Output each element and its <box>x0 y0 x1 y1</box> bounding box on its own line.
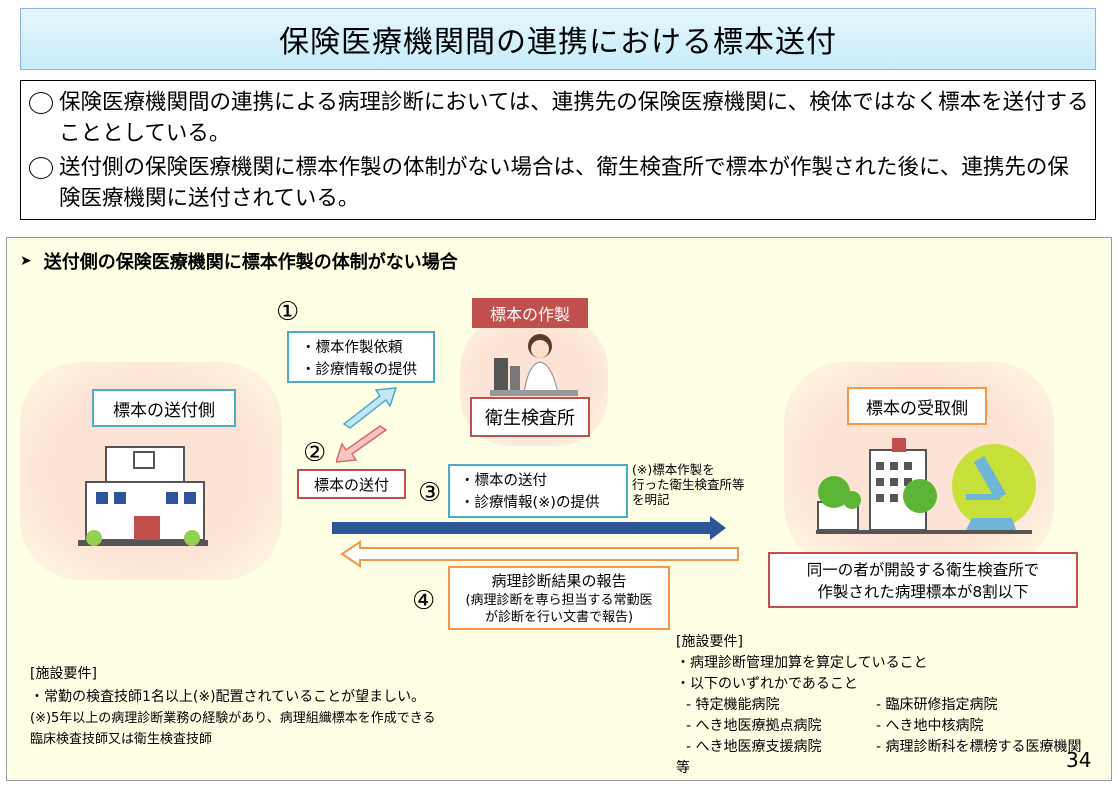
requirements-line: ・以下のいずれかであること <box>676 676 858 692</box>
requirements-header: [施設要件] <box>30 666 97 682</box>
summary-bullet: 保険医療機関間の連携による病理診断においては、連携先の保険医療機関に、検体ではな… <box>29 87 1089 149</box>
requirements-tail: 等 <box>676 760 690 776</box>
summary-box: 保険医療機関間の連携による病理診断においては、連携先の保険医療機関に、検体ではな… <box>20 80 1096 220</box>
circle-bullet-icon <box>29 157 53 179</box>
sender-label: 標本の送付側 <box>113 400 215 421</box>
step3-note-line: 行った衛生検査所等 <box>632 477 745 492</box>
lab-technician-icon <box>490 334 578 396</box>
triangle-bullet-icon: ➤ <box>20 253 32 269</box>
lab-label-box: 衛生検査所 <box>470 397 590 437</box>
receiver-note-line: 作製された病理標本が8割以下 <box>817 583 1029 601</box>
summary-bullet-text: 送付側の保険医療機関に標本作製の体制がない場合は、衛生検査所で標本が作製された後… <box>59 155 1069 211</box>
step3-line: ・診療情報(※)の提供 <box>460 495 600 511</box>
hospital-microscope-icon <box>816 438 1036 534</box>
page-title: 保険医療機関間の連携における標本送付 <box>279 25 837 60</box>
step4-number: ④ <box>412 586 436 616</box>
summary-bullet-text: 保険医療機関間の連携による病理診断においては、連携先の保険医療機関に、検体ではな… <box>59 90 1089 146</box>
receiver-requirements: [施設要件] ・病理診断管理加算を算定していること ・以下のいずれかであること … <box>676 632 1096 779</box>
step1-line: ・診療情報の提供 <box>301 362 417 378</box>
requirements-item: - へき地医療支援病院 <box>686 739 822 755</box>
requirements-item: - 特定機能病院 <box>686 697 780 713</box>
lab-label: 衛生検査所 <box>485 408 575 429</box>
circle-bullet-icon <box>29 92 53 114</box>
step1-box: ・標本作製依頼 ・診療情報の提供 <box>287 331 435 383</box>
step4-line: が診断を行い文書で報告) <box>484 610 634 625</box>
requirements-item: - 病理診断科を標榜する医療機関 <box>876 739 1082 755</box>
diagram-heading: ➤ 送付側の保険医療機関に標本作製の体制がない場合 <box>20 248 458 274</box>
receiver-note-box: 同一の者が開設する衛生検査所で 作製された病理標本が8割以下 <box>768 552 1078 608</box>
sender-label-box: 標本の送付側 <box>92 389 236 427</box>
step4-box: 病理診断結果の報告 (病理診断を専ら担当する常勤医 が診断を行い文書で報告) <box>448 566 670 630</box>
step4-title: 病理診断結果の報告 <box>491 572 627 590</box>
step2-number: ② <box>303 438 327 468</box>
transfer-arrows-icon <box>332 516 739 568</box>
hospital-building-icon <box>78 446 208 546</box>
step3-note: (※)標本作製を 行った衛生検査所等 を明記 <box>632 462 772 507</box>
step3-note-line: (※)標本作製を <box>632 462 715 477</box>
summary-bullet: 送付側の保険医療機関に標本作製の体制がない場合は、衛生検査所で標本が作製された後… <box>29 152 1089 214</box>
step3-line: ・標本の送付 <box>460 473 547 489</box>
step2-label: 標本の送付 <box>313 475 389 494</box>
receiver-note-line: 同一の者が開設する衛生検査所で <box>806 561 1040 579</box>
lab-tag-text: 標本の作製 <box>489 305 570 324</box>
requirements-item: - へき地中核病院 <box>876 718 984 734</box>
sender-requirements: [施設要件] ・常勤の検査技師1名以上(※)配置されていることが望ましい。 (※… <box>30 664 530 750</box>
diagram-heading-text: 送付側の保険医療機関に標本作製の体制がない場合 <box>43 252 458 273</box>
receiver-label: 標本の受取側 <box>866 398 968 419</box>
requirements-line: (※)5年以上の病理診断業務の経験があり、病理組織標本を作成できる <box>30 711 436 726</box>
requirements-item: - 臨床研修指定病院 <box>876 697 998 713</box>
step1-number: ① <box>276 297 300 327</box>
requirements-item: - へき地医療拠点病院 <box>686 718 822 734</box>
step3-note-line: を明記 <box>632 492 670 507</box>
step2-box: 標本の送付 <box>297 469 406 499</box>
requirements-line: ・常勤の検査技師1名以上(※)配置されていることが望ましい。 <box>30 689 426 705</box>
requirements-header: [施設要件] <box>676 634 743 650</box>
step4-line: (病理診断を専ら担当する常勤医 <box>465 593 653 608</box>
receiver-label-box: 標本の受取側 <box>847 387 987 425</box>
step-arrows-icon <box>336 387 398 463</box>
step1-line: ・標本作製依頼 <box>301 340 403 356</box>
step3-number: ③ <box>418 478 442 508</box>
title-banner: 保険医療機関間の連携における標本送付 <box>20 8 1096 70</box>
requirements-line: 臨床検査技師又は衛生検査技師 <box>30 732 213 747</box>
step3-box: ・標本の送付 ・診療情報(※)の提供 <box>448 464 628 518</box>
requirements-line: ・病理診断管理加算を算定していること <box>676 655 928 671</box>
page-number: 34 <box>1066 748 1092 772</box>
lab-tag: 標本の作製 <box>472 298 588 328</box>
